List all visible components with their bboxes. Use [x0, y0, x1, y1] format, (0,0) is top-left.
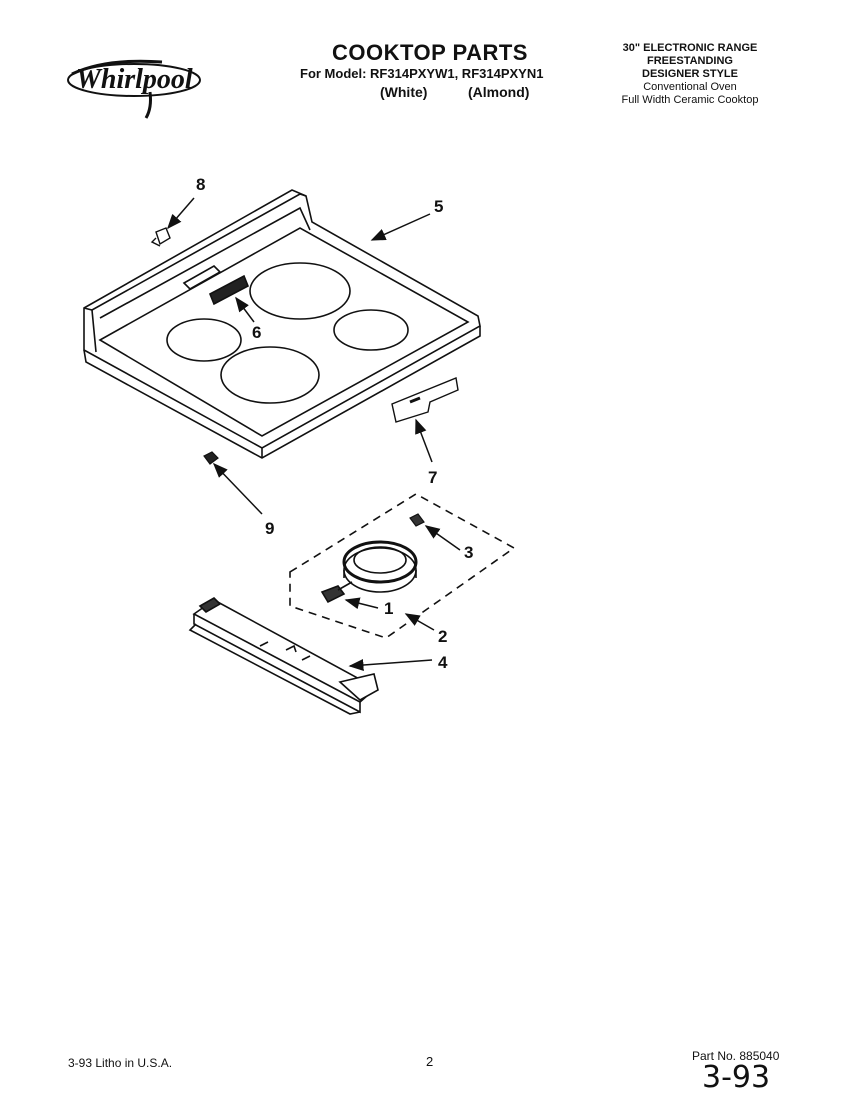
page-number: 2 [426, 1054, 434, 1069]
desc-line-2: FREESTANDING [647, 55, 733, 67]
desc-line-5: Full Width Ceramic Cooktop [621, 94, 759, 106]
burner-large-rear [249, 262, 351, 320]
burner-small-front [166, 318, 242, 362]
brand-wordmark: Whirlpool [76, 64, 193, 95]
knob-part-9 [203, 451, 219, 465]
variant-white: (White) [380, 84, 428, 100]
variant-almond: (Almond) [468, 84, 530, 100]
litho-note: 3-93 Litho in U.S.A. [68, 1056, 173, 1070]
page-title: COOKTOP PARTS [332, 40, 528, 65]
vent-slot [182, 265, 222, 290]
callout-1: 1 [384, 599, 393, 618]
clip-part-3 [409, 513, 425, 527]
desc-line-3: DESIGNER STYLE [642, 68, 738, 80]
desc-line-4: Conventional Oven [643, 81, 737, 93]
surface-element-part-1 [320, 540, 418, 604]
whirlpool-logo: Whirlpool [66, 52, 206, 122]
product-description: 30" ELECTRONIC RANGE FREESTANDING DESIGN… [600, 42, 780, 107]
element-group-part-2 [289, 493, 516, 639]
indicator-window-part-6 [208, 274, 250, 306]
callout-8: 8 [196, 175, 205, 194]
cooktop-assembly [83, 189, 481, 459]
callout-9: 9 [265, 519, 274, 538]
callout-leaders [167, 197, 461, 671]
burner-large-front [220, 346, 320, 404]
callout-7: 7 [428, 468, 437, 487]
callout-2: 2 [438, 627, 447, 646]
burner-small-rear [333, 309, 409, 351]
desc-line-1: 30" ELECTRONIC RANGE [622, 42, 758, 54]
clip-part-8 [150, 227, 171, 247]
callout-5: 5 [434, 197, 443, 216]
part-number: Part No. 885040 [692, 1049, 780, 1063]
support-bar-part-4 [188, 597, 379, 715]
callout-4: 4 [438, 653, 448, 672]
bracket-part-7 [391, 377, 459, 423]
callout-6: 6 [252, 323, 261, 342]
callout-3: 3 [464, 543, 473, 562]
handwritten-date: 3-93 [702, 1060, 771, 1095]
model-line: For Model: RF314PXYW1, RF314PXYN1 [300, 66, 544, 81]
